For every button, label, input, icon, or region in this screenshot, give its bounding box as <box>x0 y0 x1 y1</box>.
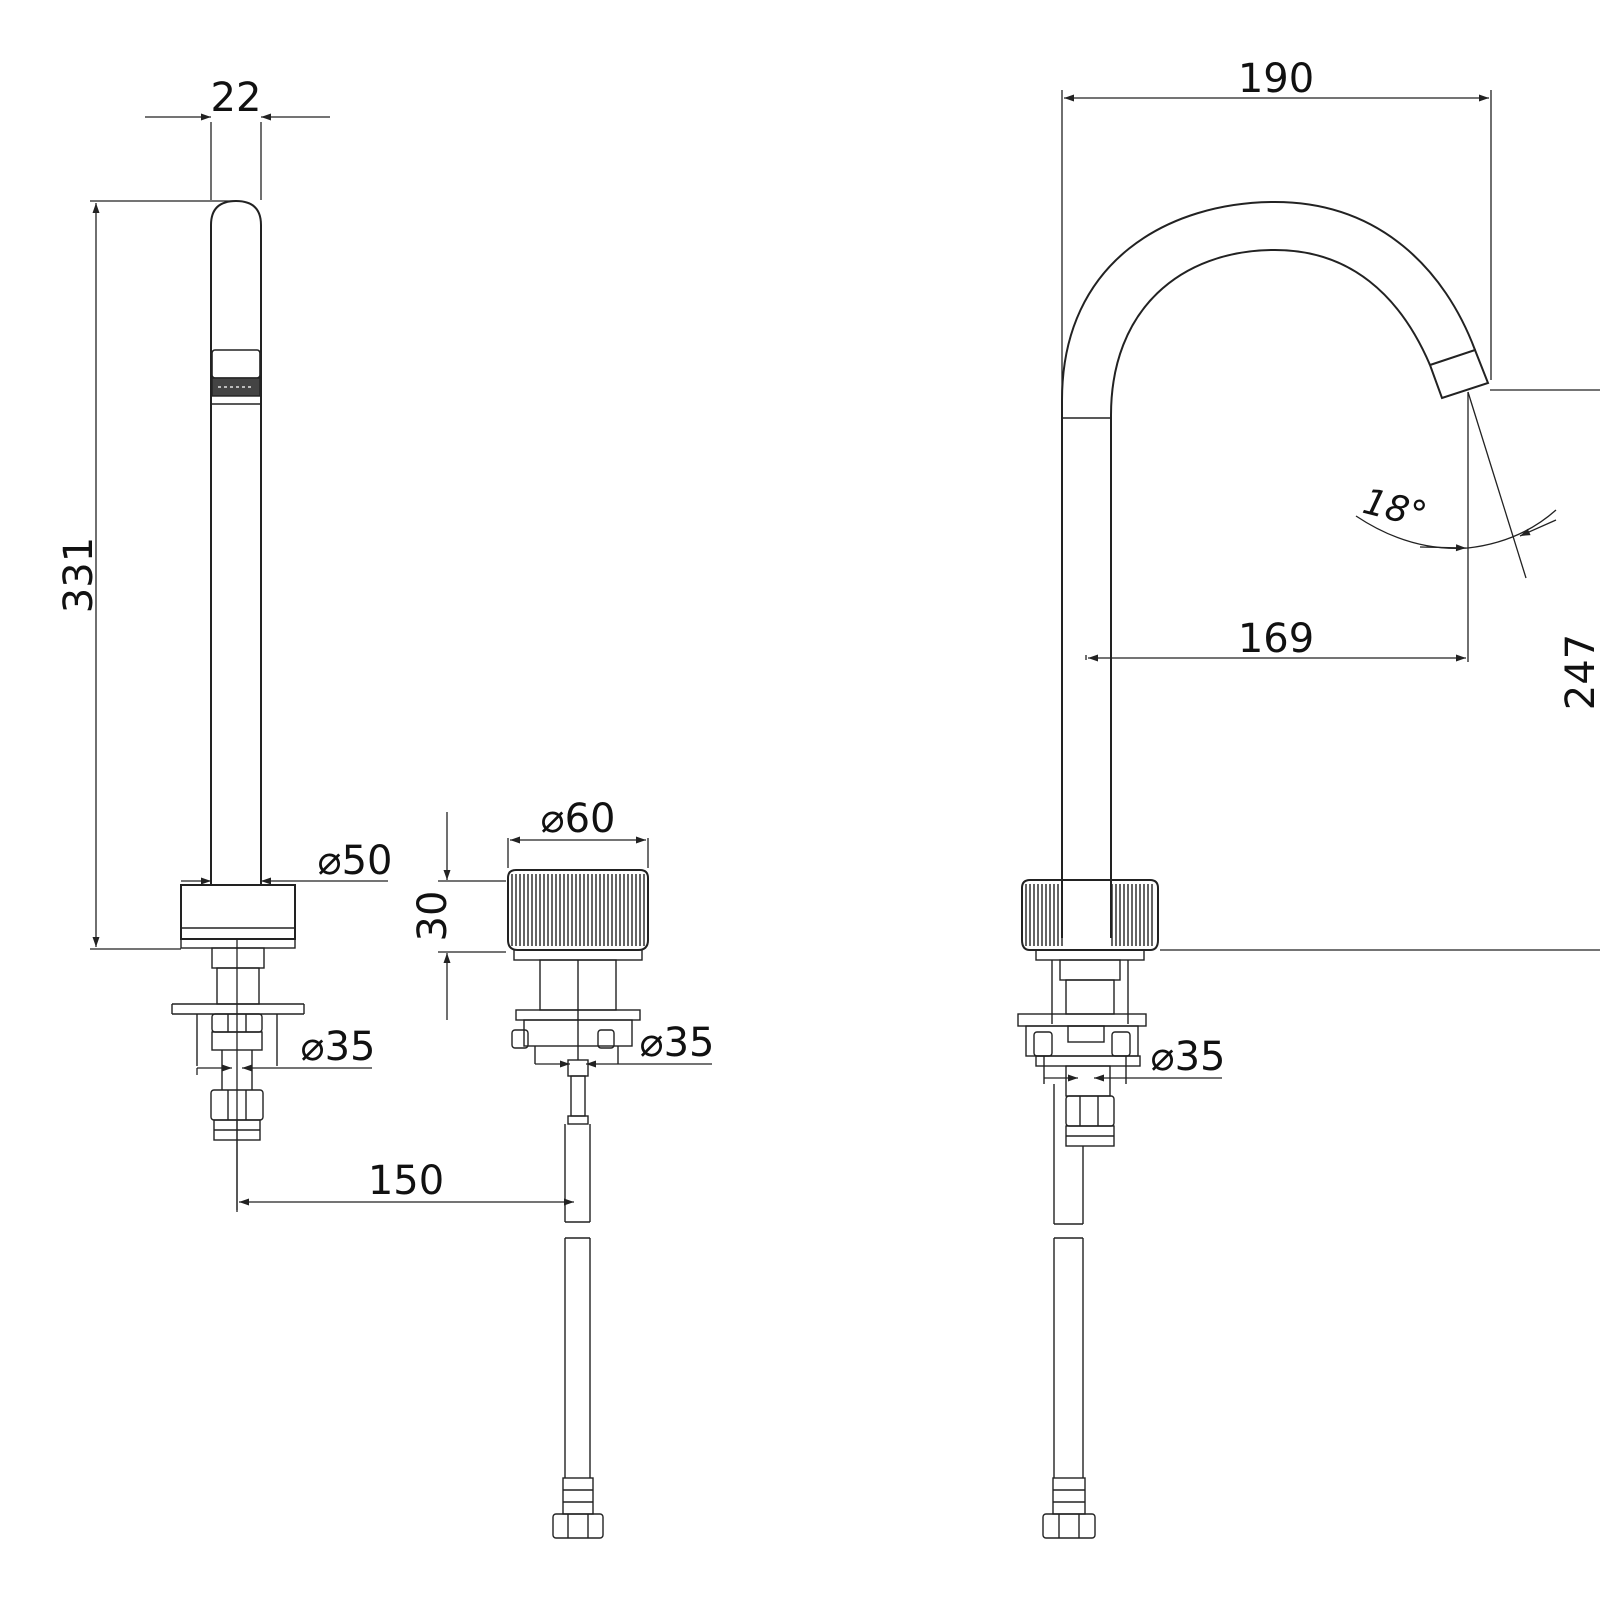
dim-spout-height: 331 <box>56 537 102 613</box>
spout-tube <box>210 199 262 885</box>
front-knurled-base <box>1021 879 1159 951</box>
dim-spout-shank-dia: ⌀35 <box>301 1024 376 1070</box>
spout-shank <box>171 947 305 1141</box>
dim-outlet-reach: 169 <box>1238 616 1314 662</box>
dim-front-shank-dia: ⌀35 <box>1151 1034 1226 1080</box>
dim-handle-height: 30 <box>410 891 456 942</box>
handle-hose <box>552 1059 604 1539</box>
knurled-handle <box>507 869 649 951</box>
dim-center-distance: 150 <box>368 1158 444 1204</box>
handle-view: ⌀60 30 ⌀35 <box>410 796 715 1539</box>
aerator <box>211 349 261 405</box>
spout-base <box>180 884 296 940</box>
dim-handle-dia: ⌀60 <box>541 796 616 842</box>
dim-spout-reach: 190 <box>1238 56 1314 102</box>
spout-front-view: 190 169 18° 247 ⌀35 <box>1017 56 1600 1539</box>
gooseneck-spout <box>1061 200 1476 938</box>
dim-spout-width: 22 <box>211 75 262 121</box>
spout-side-view: 22 331 ⌀50 ⌀35 150 <box>56 75 574 1212</box>
spout-outlet <box>1428 348 1490 400</box>
dim-outlet-angle: 18° <box>1359 481 1431 536</box>
dim-spout-base-dia: ⌀50 <box>318 838 393 884</box>
front-hose <box>1042 1084 1096 1539</box>
dim-outlet-height: 247 <box>1558 634 1600 710</box>
dim-handle-shank-dia: ⌀35 <box>640 1020 715 1066</box>
